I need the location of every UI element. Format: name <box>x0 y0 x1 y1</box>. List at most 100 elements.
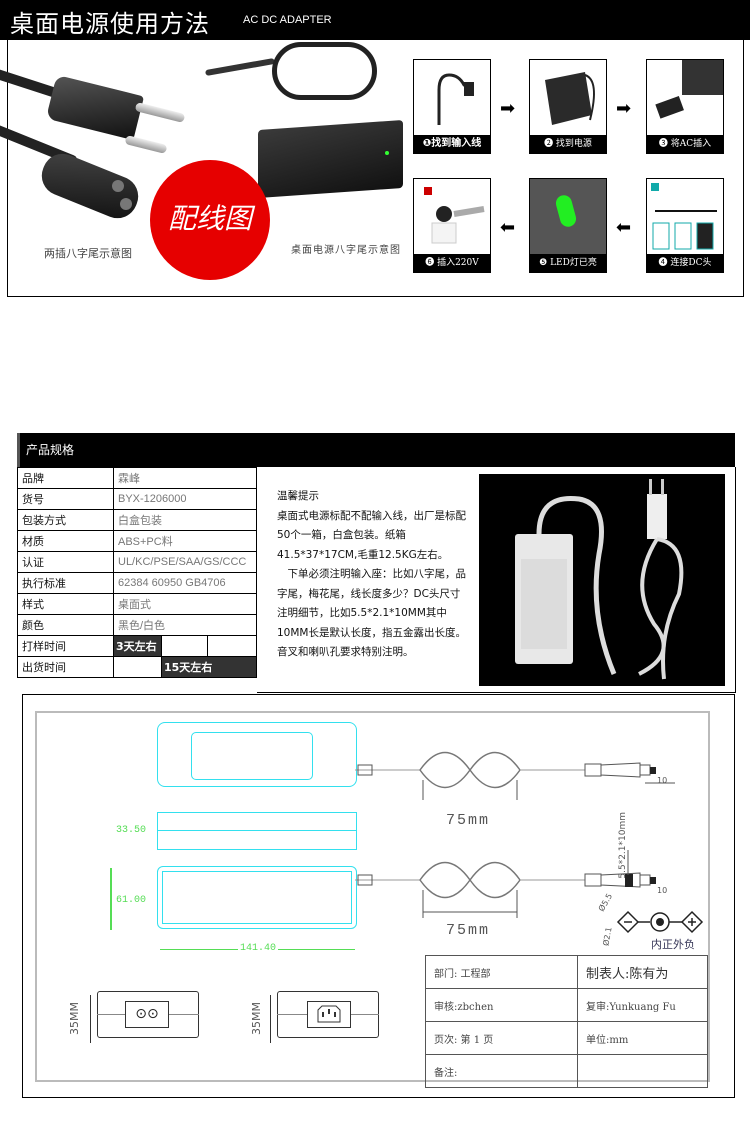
wiring-diagram-badge <box>150 160 270 280</box>
table-row: 颜色黑色/白色 <box>17 614 257 636</box>
ship-time-value: 15天左右 <box>161 656 257 678</box>
unit-cell: 单位:mm <box>577 1021 708 1055</box>
inlet-height-c14: 35MM <box>249 1002 263 1035</box>
spec-value: 白盒包装 <box>113 509 257 531</box>
step-6-label: ❻ 插入220V <box>414 254 490 272</box>
empty-cell <box>577 1054 708 1088</box>
step-4-label: ❹ 连接DC头 <box>647 254 723 272</box>
step-1-tile: ❶找到输入线 <box>413 59 491 154</box>
spec-key: 执行标准 <box>17 572 114 594</box>
usage-section <box>7 40 744 297</box>
empty-cell <box>161 635 208 657</box>
page-title: 桌面电源使用方法 <box>10 10 210 38</box>
dim-length: 141.40 <box>238 943 279 954</box>
table-row: 样式桌面式 <box>17 593 257 615</box>
spec-key: 包装方式 <box>17 509 114 531</box>
spec-key: 材质 <box>17 530 114 552</box>
spec-value: 霖峰 <box>113 467 257 489</box>
step-4-tile: ❹ 连接DC头 <box>646 178 724 273</box>
wiring-diagram-label: 配线图 <box>167 202 252 235</box>
step-6-tile: ❻ 插入220V <box>413 178 491 273</box>
connector-hole <box>112 180 124 192</box>
desktop-adapter-image <box>258 119 403 199</box>
arrow-right-icon: ➡ <box>616 98 632 119</box>
cable-drawing-bottom <box>355 850 656 918</box>
polarity-symbol-icon <box>616 910 704 934</box>
input-cable-image <box>414 60 490 136</box>
spec-key: 样式 <box>17 593 114 615</box>
led-lit-image <box>530 179 606 255</box>
spec-title: 产品规格 <box>26 443 75 457</box>
side-parting-line <box>157 830 357 831</box>
dc-tip-length-top: 10 <box>657 776 668 785</box>
front-inner-outline <box>162 871 352 924</box>
spec-value: UL/KC/PSE/SAA/GS/CCC <box>113 551 257 573</box>
dc-tip-length-bottom: 10 <box>657 886 668 895</box>
c8-socket-icon: ⊙⊙ <box>125 1001 169 1028</box>
connector-hole <box>120 198 132 210</box>
dim-height: 33.50 <box>116 825 147 836</box>
spec-value: BYX-1206000 <box>113 488 257 510</box>
reviewer-cell: 审核:zbchen <box>425 988 578 1022</box>
cable-length-bottom: 75mm <box>446 922 491 939</box>
table-row: 部门: 工程部 制表人:陈有为 <box>425 955 708 989</box>
tips-title: 温馨提示 <box>277 490 319 502</box>
table-row: 审核:zbchen 复审:Yunkuang Fu <box>425 988 708 1022</box>
spec-key: 认证 <box>17 551 114 573</box>
drawing-title-block: 部门: 工程部 制表人:陈有为 审核:zbchen 复审:Yunkuang Fu… <box>425 955 708 1088</box>
divider <box>257 692 736 693</box>
dim-line <box>90 995 91 1043</box>
step-2-label: ❷ 找到电源 <box>530 135 606 153</box>
dc-connect-image <box>647 179 723 255</box>
spec-key: 出货时间 <box>17 656 114 678</box>
spec-key: 打样时间 <box>17 635 114 657</box>
sample-time-value: 3天左右 <box>113 635 162 657</box>
step-2-tile: ❷ 找到电源 <box>529 59 607 154</box>
technical-drawing <box>22 694 735 1098</box>
spec-value: 62384 60950 GB4706 <box>113 572 257 594</box>
cable-length-top: 75mm <box>446 812 491 829</box>
arrow-left-icon: ⬅ <box>616 217 632 238</box>
caption-adapter-figure8: 桌面电源八字尾示意图 <box>291 245 401 256</box>
label-area <box>191 732 313 780</box>
table-row: 品牌霖峰 <box>17 467 257 489</box>
spec-key: 品牌 <box>17 467 114 489</box>
caption-two-pin-figure8: 两插八字尾示意图 <box>44 247 132 260</box>
empty-cell <box>207 635 257 657</box>
led-indicator <box>385 151 389 155</box>
step-1-label: ❶找到输入线 <box>414 135 490 153</box>
tips-paragraph-2: 下单必须注明输入座：比如八字尾，品字尾，梅花尾，线长度多少？DC头尺寸注明细节，… <box>277 568 466 658</box>
spec-header <box>17 433 735 467</box>
drawing-frame <box>35 711 710 1082</box>
step-5-tile: ❺ LED灯已亮 <box>529 178 607 273</box>
cable-drawing-top <box>355 751 675 800</box>
dim-line <box>110 868 112 930</box>
step-3-tile: ❸ 将AC插入 <box>646 59 724 154</box>
table-row: 包装方式白盒包装 <box>17 509 257 531</box>
table-row: 页次: 第 1 页 单位:mm <box>425 1021 708 1055</box>
divider <box>735 467 736 693</box>
dc-plug-spec: 5.5*2.1*10mm <box>618 812 628 879</box>
adapter-image <box>530 60 606 136</box>
white-adapter-photo <box>479 474 725 686</box>
ac-insert-image <box>647 60 723 136</box>
empty-cell <box>113 656 162 678</box>
adapter-front-view <box>157 866 357 929</box>
arrow-right-icon: ➡ <box>500 98 516 119</box>
table-row: 备注: <box>425 1054 708 1088</box>
dim-width: 61.00 <box>116 895 147 906</box>
step-3-label: ❸ 将AC插入 <box>647 135 723 153</box>
remarks-cell: 备注: <box>425 1054 578 1088</box>
page-subtitle: AC DC ADAPTER <box>243 14 332 26</box>
page-cell: 页次: 第 1 页 <box>425 1021 578 1055</box>
drafter-cell: 制表人:陈有为 <box>577 955 708 989</box>
tips-paragraph-1: 桌面式电源标配不配输入线，出厂是标配50个一箱，白盒包装。纸箱41.5*37*1… <box>277 509 466 561</box>
c14-socket-icon <box>307 1001 351 1028</box>
adapter-side-view <box>157 812 357 850</box>
table-row: 出货时间 15天左右 <box>17 656 257 678</box>
adapter-top-view <box>157 722 357 787</box>
tips-block: 温馨提示 桌面式电源标配不配输入线，出厂是标配50个一箱，白盒包装。纸箱41.5… <box>277 487 467 663</box>
